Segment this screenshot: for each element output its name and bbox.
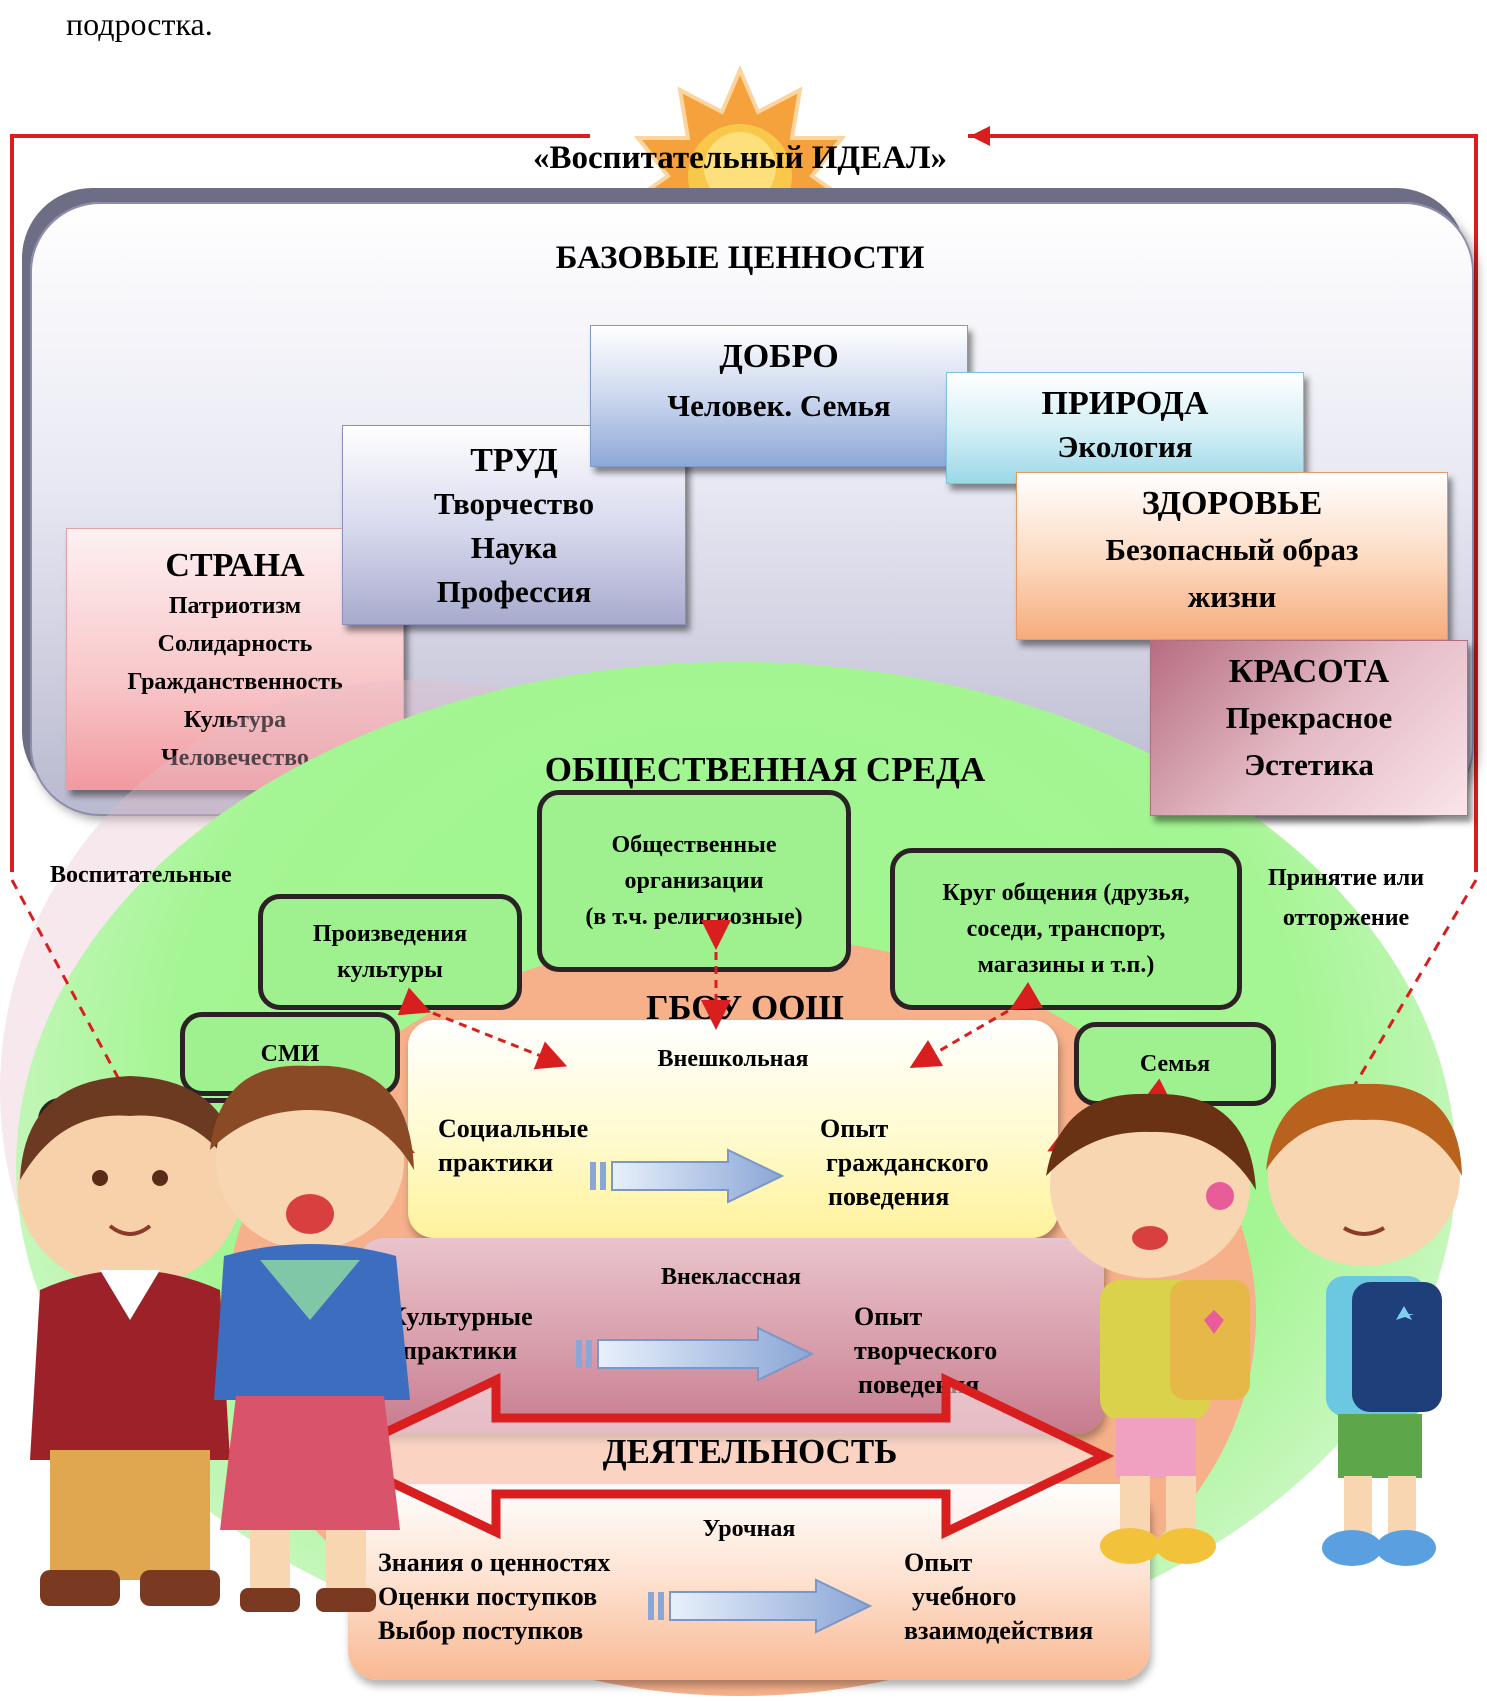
box-partially-hidden: тс [38,1098,288,1196]
box-cultural-works: Произведения культуры [258,894,522,1010]
value-head: ПРИРОДА [1041,385,1209,422]
value-line: Прекрасное [1225,700,1393,735]
side-label-left: Воспитательные [50,862,232,888]
panel-line: практики [438,1148,554,1177]
box-line: Произведения [312,921,468,947]
box-family: Семья [1074,1022,1276,1106]
environment-title: ОБЩЕСТВЕННАЯ СРЕДА [544,750,986,789]
box-line: СМИ [260,1041,320,1067]
value-box-zdorove: ЗДОРОВЬЕ Безопасный образ жизни [1016,472,1448,640]
value-box-dobro: ДОБРО Человек. Семья [590,325,968,467]
value-head: ТРУД [470,442,558,479]
side-label-right: Принятие или отторжение [1267,865,1425,931]
value-line: Человечество [161,745,309,771]
value-line: Патриотизм [168,593,302,619]
value-head: КРАСОТА [1228,653,1390,690]
panel-line: практики [402,1336,518,1365]
panel-right-text: Опыт гражданского поведения [820,1112,989,1214]
activity-label: ДЕЯТЕЛЬНОСТЬ [602,1432,898,1471]
panel-line: взаимодействия [904,1616,1094,1645]
panel-extracurricular: Внеклассная Культурные практики Опыт тво… [358,1238,1104,1434]
panel-line: поведения [828,1182,950,1211]
loop-line-right [968,134,1478,872]
panel-line: гражданского [826,1148,989,1177]
panel-title: Урочная [702,1516,796,1542]
panel-line: Социальные [438,1114,589,1143]
value-line: Экология [1057,429,1193,464]
intro-text: подростка. [66,6,213,42]
panel-line: Выбор поступков [378,1616,584,1645]
box-line: Общественные [611,832,777,858]
value-line: Гражданственность [127,669,343,695]
ideal-label: «Воспитательный ИДЕАЛ» [532,140,948,176]
box-social-circle: Круг общения (друзья, соседи, транспорт,… [890,848,1242,1010]
panel-title: Внешкольная [657,1046,809,1072]
loop-arrowhead [970,126,990,146]
panel-right-text: Опыт творческого поведения [854,1300,997,1402]
box-line: организации [624,868,764,894]
panel-left-text: Культурные практики [388,1300,533,1368]
panel-out-of-school: Внешкольная Социальные практики Опыт гра… [408,1020,1058,1238]
value-line: Человек. Семья [667,388,891,423]
panel-line: Культурные [388,1302,533,1331]
panel-line: Опыт [854,1302,923,1331]
panel-line: Опыт [904,1548,973,1577]
box-public-organizations: Общественные организации (в т.ч. религио… [537,790,851,972]
box-line: (в т.ч. религиозные) [585,904,803,930]
box-line: Семья [1139,1051,1211,1077]
value-line: Эстетика [1244,747,1374,782]
value-line: Солидарность [157,631,313,657]
panel-line: творческого [854,1336,998,1365]
value-box-priroda: ПРИРОДА Экология [946,372,1304,484]
value-line: жизни [1187,579,1277,614]
panel-line: учебного [912,1582,1017,1611]
value-box-strana: СТРАНА Патриотизм Солидарность Гражданст… [66,528,404,790]
value-head: СТРАНА [165,547,305,584]
box-line: магазины и т.п.) [977,952,1155,978]
panel-line: Знания о ценностях [378,1548,611,1577]
value-box-krasota: КРАСОТА Прекрасное Эстетика [1150,640,1468,816]
loop-line-left [10,134,590,872]
value-line: Безопасный образ [1105,532,1359,567]
panel-line: поведения [858,1370,980,1399]
value-line: Творчество [433,486,595,521]
panel-left-text: Знания о ценностях Оценки поступков Выбо… [378,1546,610,1648]
panel-lesson: Урочная Знания о ценностях Оценки поступ… [348,1484,1150,1680]
box-line: культуры [337,957,443,983]
value-line: Профессия [436,574,592,609]
box-media: СМИ [180,1012,400,1096]
value-line: Культура [183,707,287,733]
panel-left-text: Социальные практики [438,1112,588,1180]
value-head: ЗДОРОВЬЕ [1141,485,1323,522]
panel-line: Опыт [820,1114,889,1143]
box-line: соседи, транспорт, [966,916,1166,942]
panel-line: Оценки поступков [378,1582,598,1611]
box-line: Круг общения (друзья, [942,880,1190,906]
base-values-title: БАЗОВЫЕ ЦЕННОСТИ [555,240,925,276]
panel-right-text: Опыт учебного взаимодействия [904,1546,1093,1648]
value-line: Наука [470,530,558,565]
box-line: тс [43,1134,174,1160]
value-head: ДОБРО [719,338,839,375]
panel-title: Внеклассная [661,1264,801,1290]
